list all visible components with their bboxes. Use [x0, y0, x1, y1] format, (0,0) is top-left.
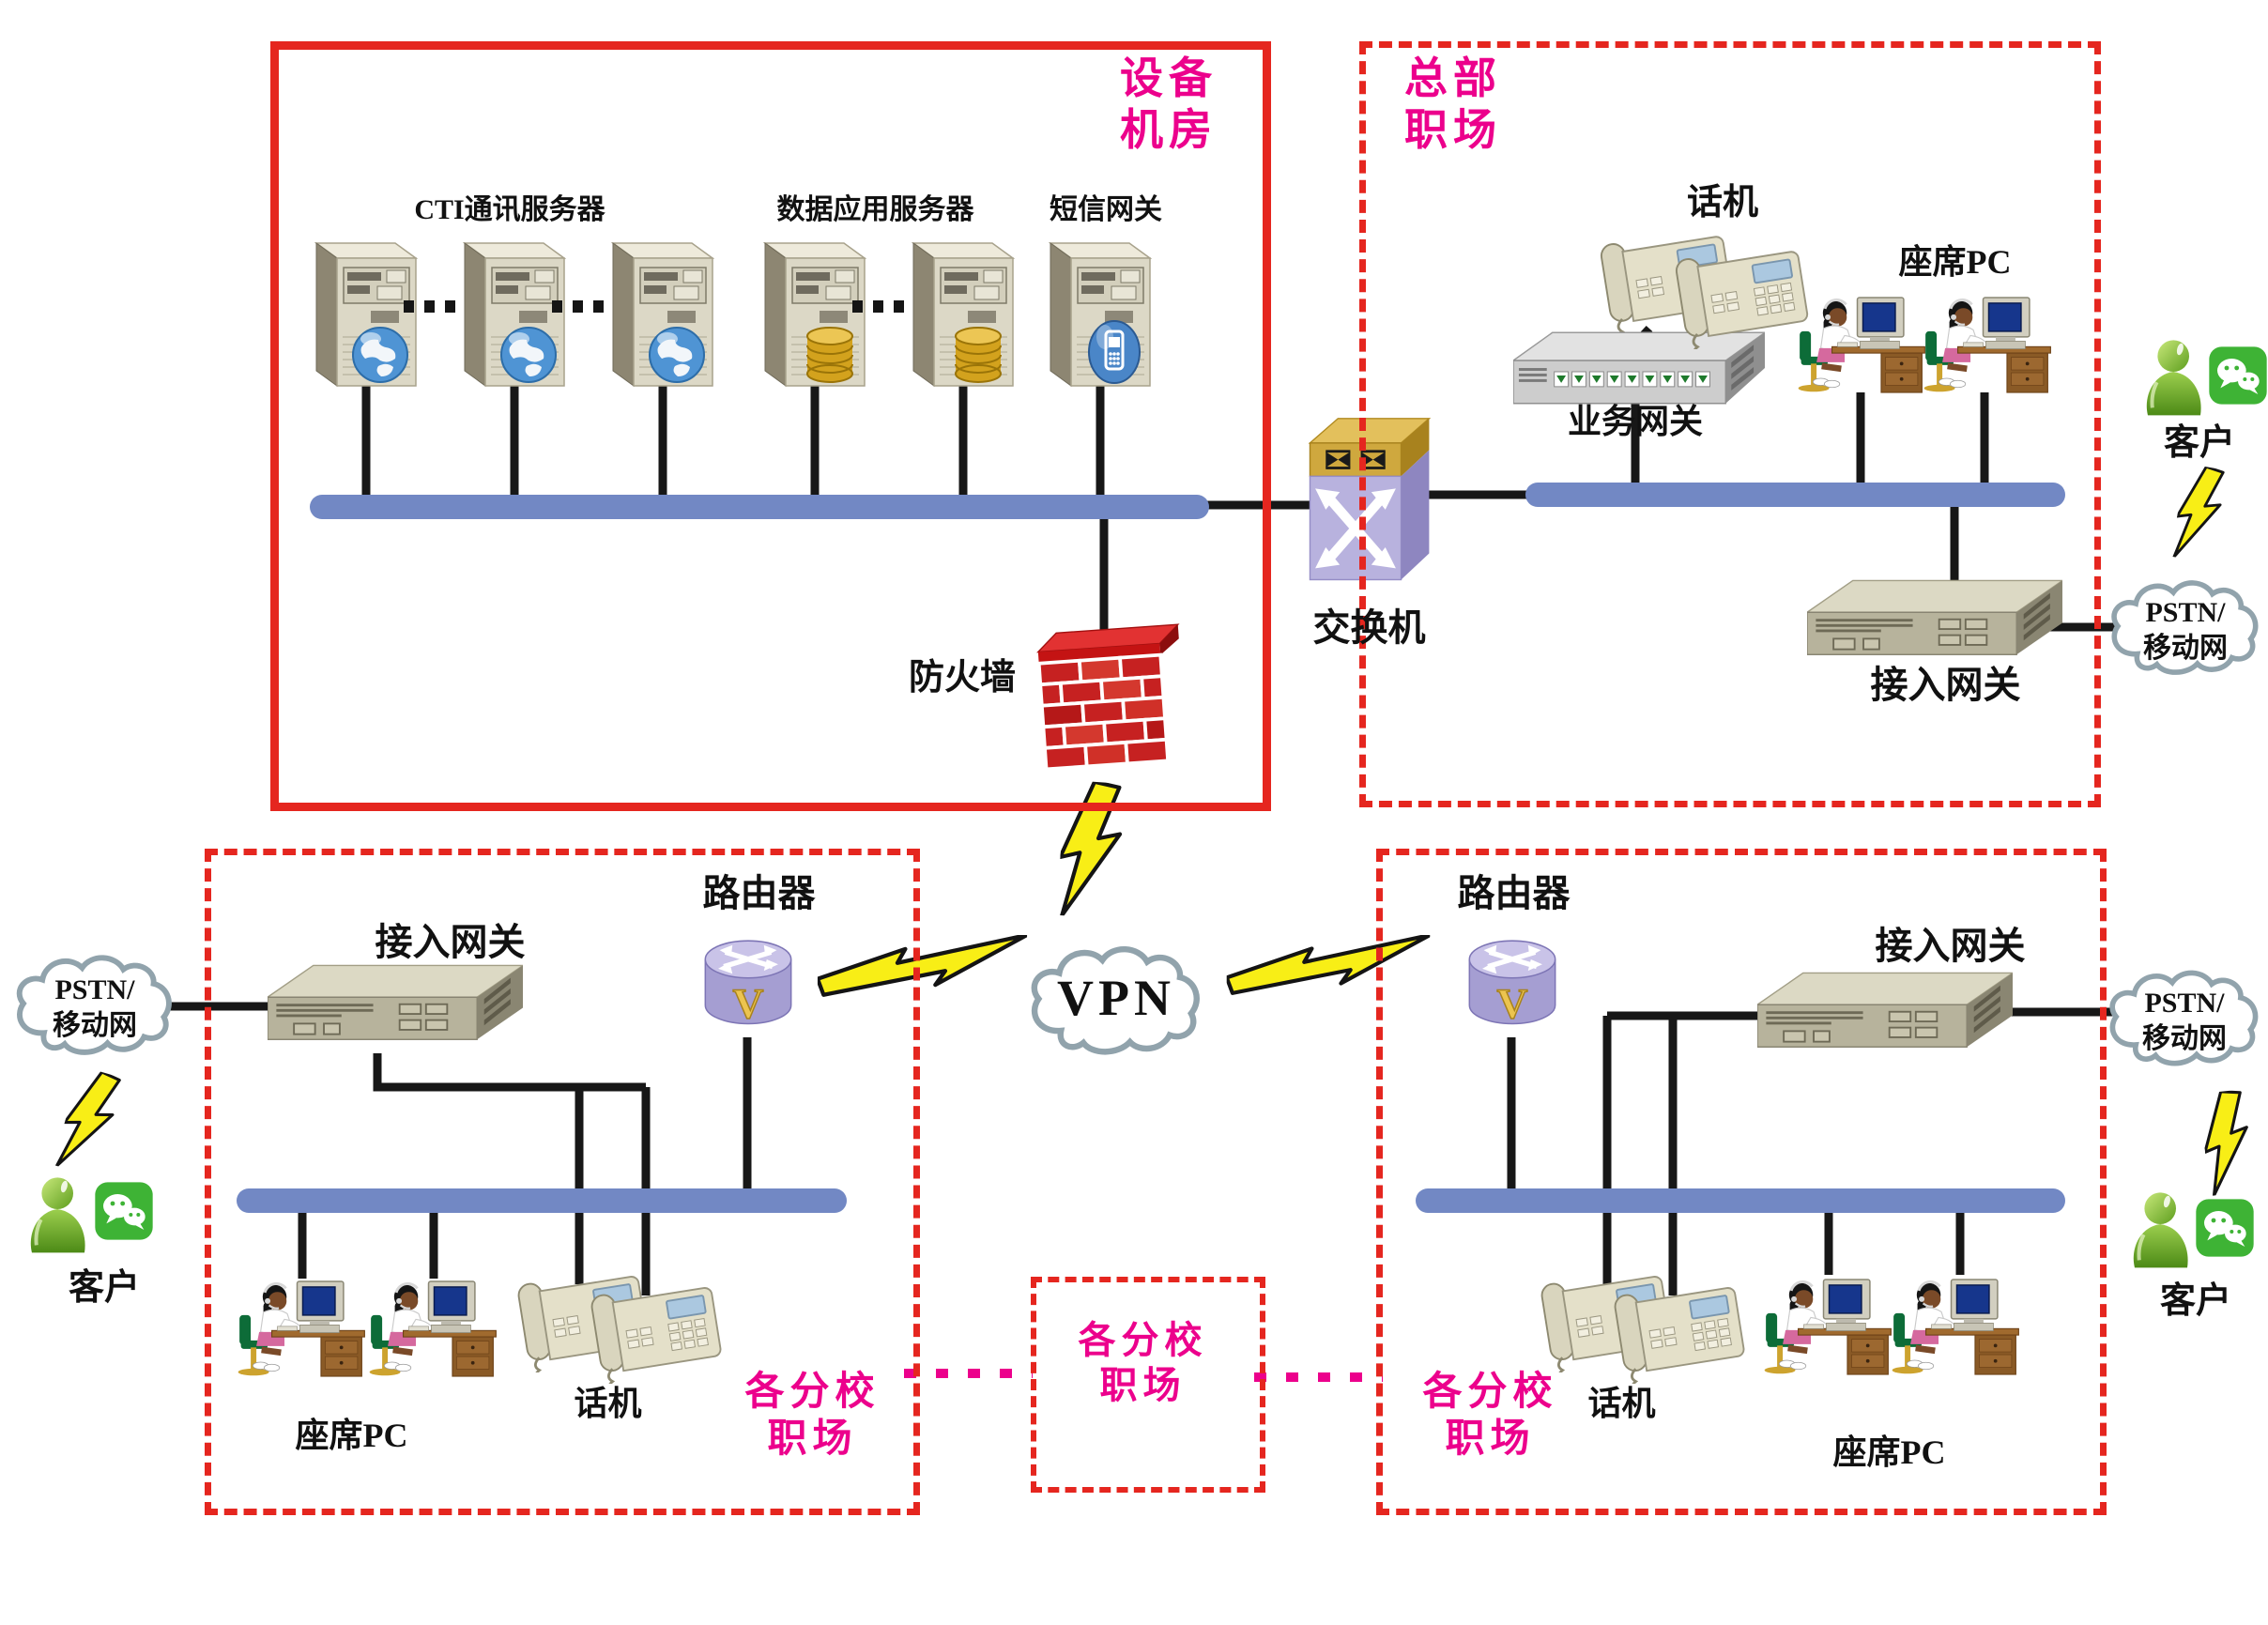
pstn-cloud-label: PSTN/移动网	[2142, 988, 2227, 1054]
connection-wires	[167, 325, 2129, 1295]
branch-connector-right	[1254, 1372, 1383, 1382]
lightning-icon	[817, 935, 1028, 999]
globe-icon	[350, 325, 410, 385]
branch-right-title: 各分校职场	[1422, 1371, 1558, 1462]
branch-center-title: 各分校职场	[1078, 1319, 1208, 1406]
lightning-icon	[1055, 762, 1129, 937]
hq-business-gateway-label: 业务网关	[1567, 403, 1703, 440]
ellipsis-dot	[424, 300, 435, 313]
branch-right-bus	[1416, 1188, 2065, 1213]
agent-pc-icon	[231, 1262, 372, 1385]
pstn-cloud-label: PSTN/移动网	[2143, 597, 2228, 664]
headquarters-title: 总部职场	[1404, 54, 1502, 155]
firewall-label: 防火墙	[908, 658, 1016, 698]
desk-phone-icon	[1608, 1273, 1751, 1384]
vpn-label: VPN	[1057, 970, 1175, 1026]
agent-pc-icon	[1917, 278, 2058, 401]
customer-label: 客户	[68, 1268, 140, 1308]
hq-access-gateway-label: 接入网关	[1870, 664, 2021, 706]
data-server-label: 数据应用服务器	[776, 194, 974, 225]
switch-label: 交换机	[1312, 606, 1426, 649]
desk-phone-icon	[585, 1273, 728, 1384]
wechat-icon	[2208, 345, 2268, 406]
access-gateway-icon	[1807, 578, 2062, 667]
ellipsis-dot	[873, 300, 883, 313]
switch-icon	[1303, 411, 1434, 604]
router-icon	[685, 929, 811, 1040]
headquarters-bus	[1525, 483, 2065, 507]
branch-left-phone-label: 话机	[574, 1385, 642, 1422]
pstn-cloud-label: PSTN/移动网	[53, 974, 137, 1041]
branch-right-phone-label: 话机	[1587, 1385, 1656, 1422]
ellipsis-dot	[573, 300, 583, 313]
agent-pc-icon	[1757, 1260, 1898, 1383]
router-icon	[1449, 929, 1575, 1040]
lightning-icon	[1205, 935, 1451, 997]
equipment-room-bus	[310, 495, 1209, 519]
ellipsis-dot	[445, 300, 455, 313]
equipment-room-title: 设备机房	[1120, 54, 1218, 155]
branch-left-title: 各分校职场	[744, 1371, 881, 1462]
customer-label: 客户	[2159, 1281, 2231, 1321]
firewall-icon	[1034, 615, 1185, 779]
ellipsis-dot	[552, 300, 562, 313]
database-icon	[952, 321, 1004, 387]
customer-person-icon	[24, 1168, 92, 1265]
hq-phone-label: 话机	[1686, 183, 1758, 222]
ellipsis-dot	[894, 300, 904, 313]
globe-icon	[498, 325, 559, 385]
mobile-badge-icon	[1087, 319, 1142, 385]
access-gateway-icon	[268, 963, 523, 1052]
branch-left-bus	[237, 1188, 847, 1213]
desk-phone-icon	[1669, 237, 1815, 349]
globe-icon	[647, 325, 707, 385]
agent-pc-icon	[362, 1262, 503, 1385]
customer-person-icon	[2140, 330, 2208, 428]
agent-pc-icon	[1885, 1260, 2026, 1383]
branch-right-router-label: 路由器	[1457, 872, 1571, 914]
access-gateway-icon	[1757, 971, 2013, 1060]
branch-connector-left	[904, 1369, 1033, 1378]
branch-left-agent-pc-label: 座席PC	[295, 1417, 408, 1454]
branch-left-access-gateway-label: 接入网关	[375, 921, 526, 963]
hq-agent-pc-label: 座席PC	[1898, 243, 2012, 281]
wechat-icon	[2195, 1198, 2255, 1258]
sms-gateway-label: 短信网关	[1050, 194, 1162, 225]
ellipsis-dot	[593, 300, 604, 313]
ellipsis-dot	[404, 300, 414, 313]
ellipsis-dot	[852, 300, 863, 313]
database-icon	[804, 321, 856, 387]
branch-right-agent-pc-label: 座席PC	[1832, 1433, 1946, 1471]
customer-person-icon	[2127, 1183, 2195, 1280]
wechat-icon	[94, 1181, 154, 1241]
customer-label: 客户	[2163, 423, 2235, 463]
branch-right-access-gateway-label: 接入网关	[1875, 925, 2026, 967]
cti-server-label: CTI通讯服务器	[414, 194, 605, 225]
branch-left-router-label: 路由器	[702, 872, 816, 914]
